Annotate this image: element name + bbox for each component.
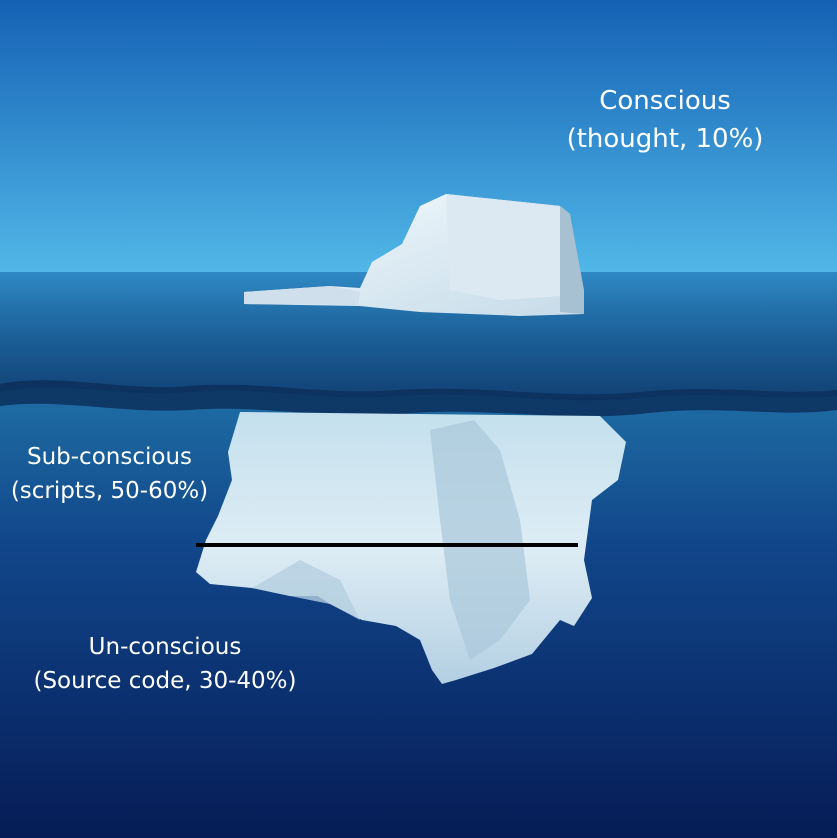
label-unconscious-title: Un-conscious	[88, 634, 242, 660]
label-unconscious: Un-conscious (Source code, 30-40%)	[20, 630, 310, 698]
label-conscious-title: Conscious	[599, 86, 731, 116]
label-unconscious-detail: (Source code, 30-40%)	[33, 668, 297, 694]
waterline	[0, 380, 837, 417]
label-subconscious-title: Sub-conscious	[26, 444, 193, 470]
label-conscious: Conscious (thought, 10%)	[540, 82, 790, 158]
label-subconscious-detail: (scripts, 50-60%)	[10, 478, 209, 504]
iceberg-submerged	[196, 412, 626, 684]
iceberg-tip	[244, 194, 584, 316]
label-subconscious: Sub-conscious (scripts, 50-60%)	[2, 440, 217, 508]
label-conscious-detail: (thought, 10%)	[566, 124, 764, 154]
